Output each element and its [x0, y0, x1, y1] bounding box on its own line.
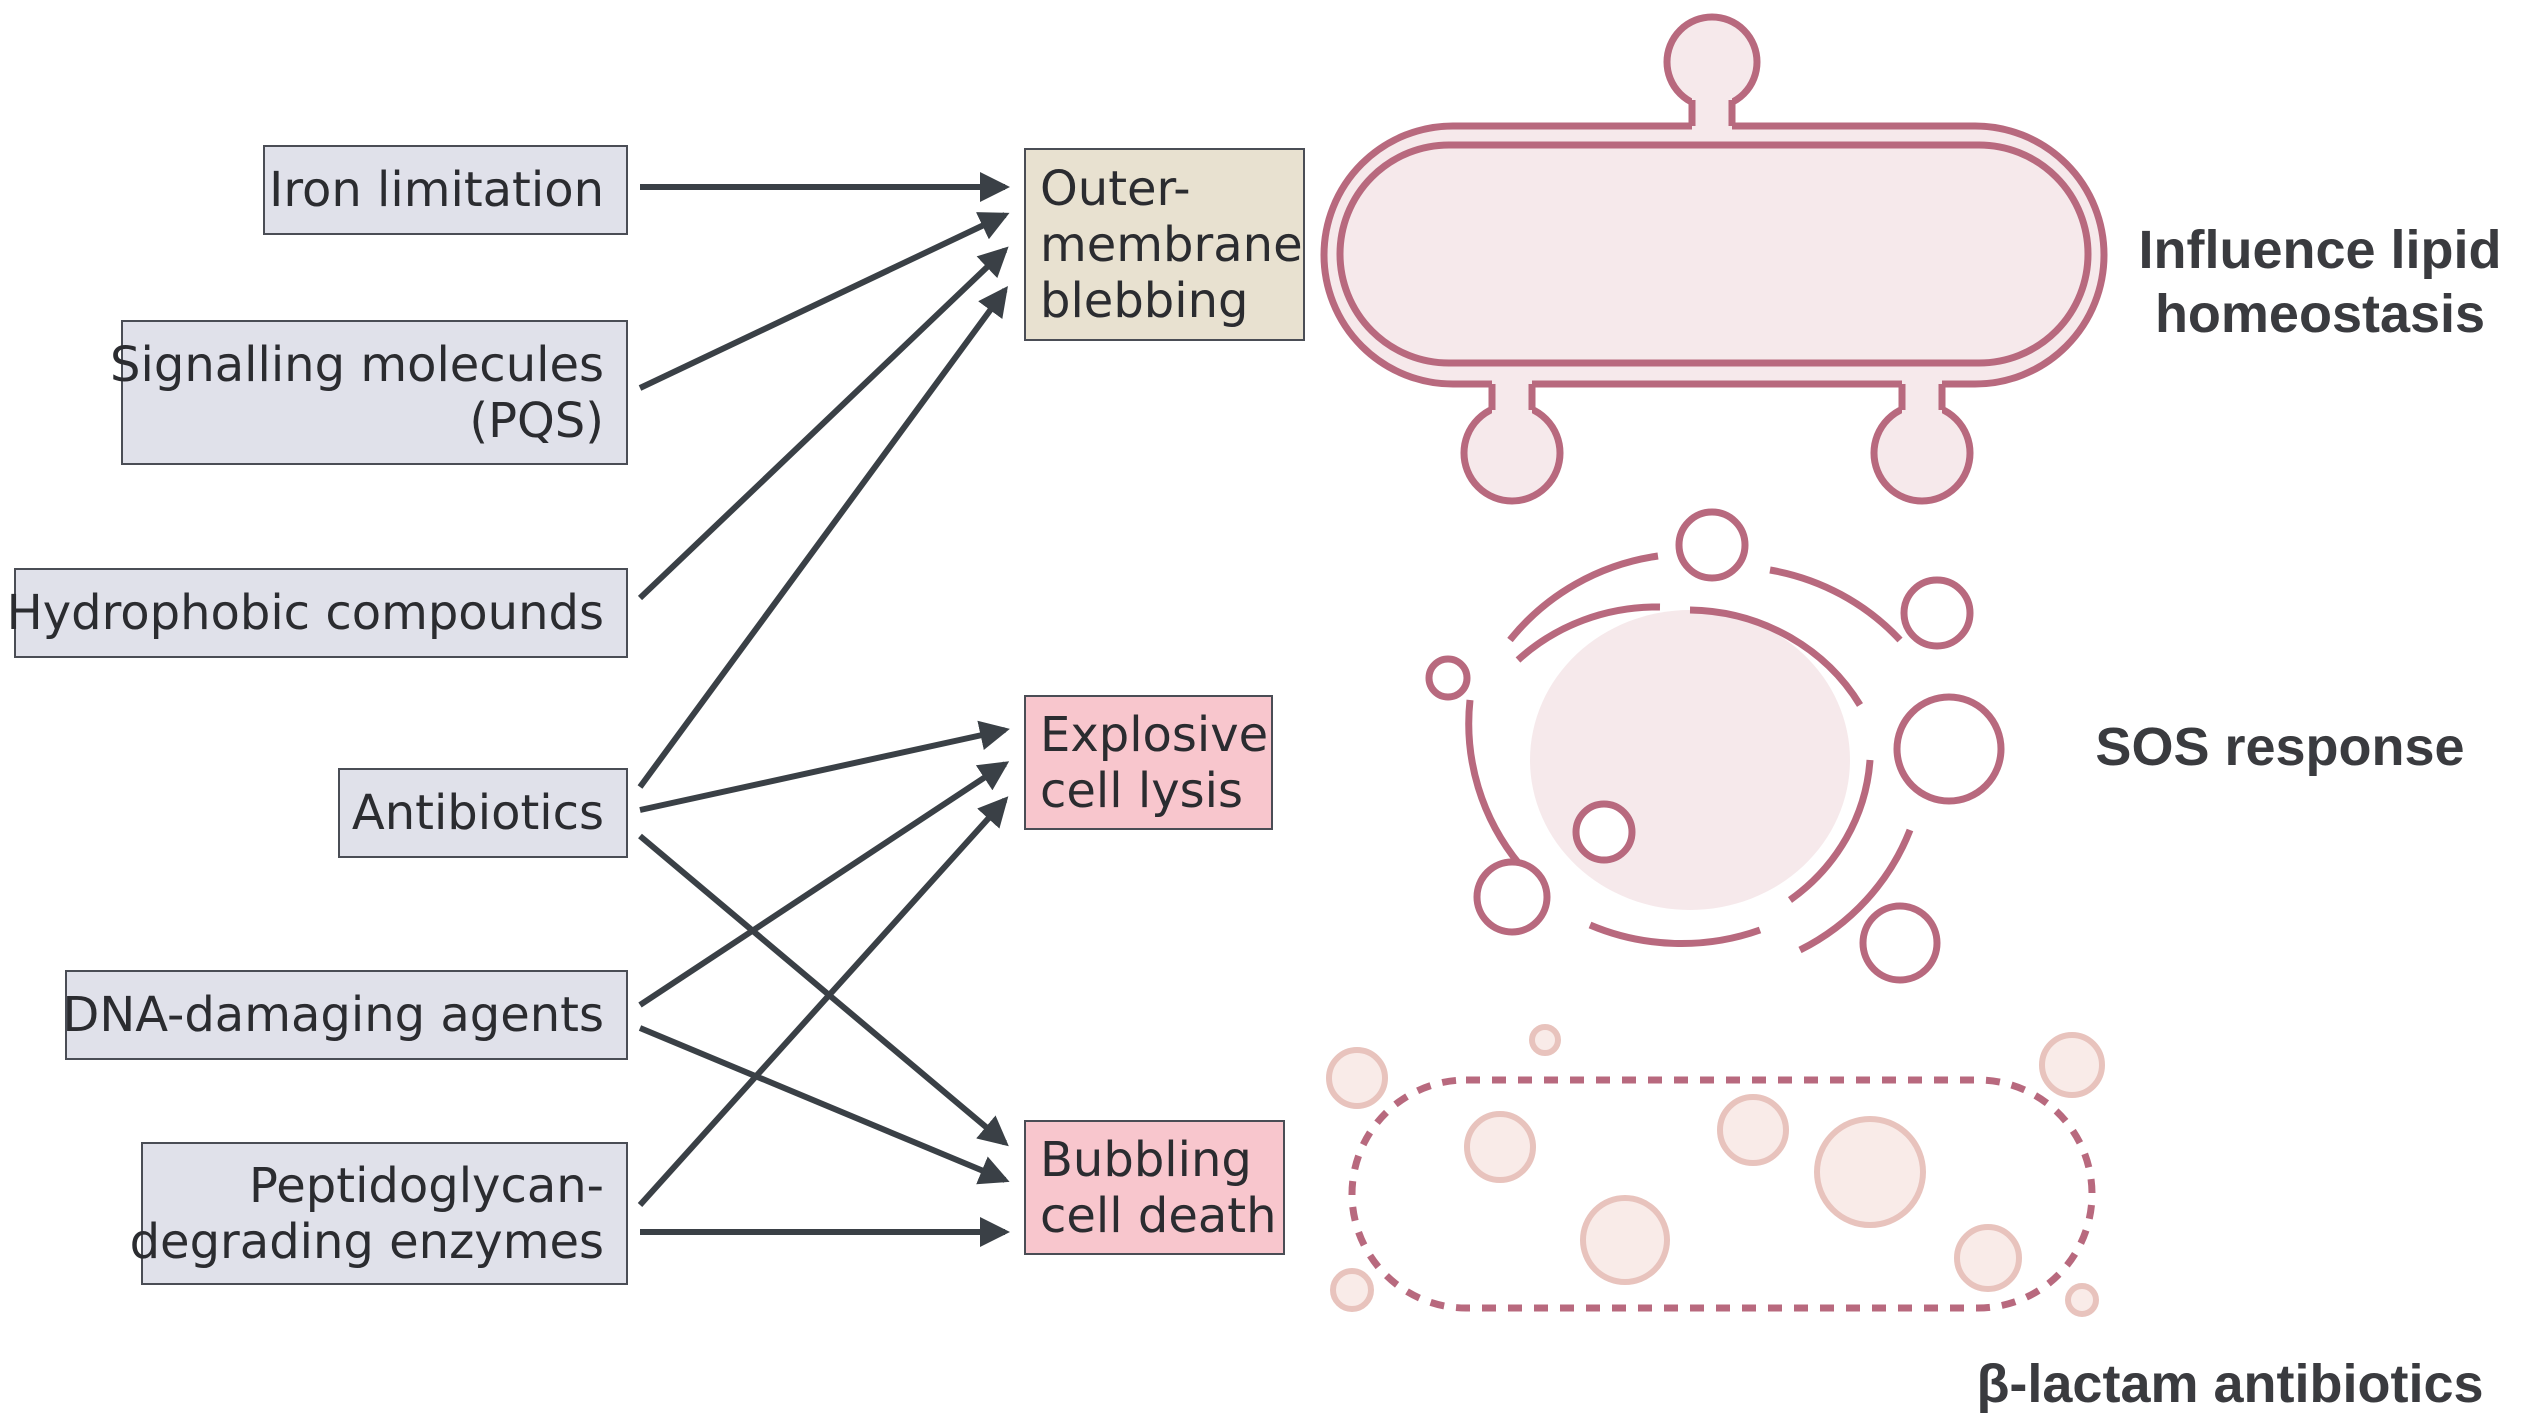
bubble	[1330, 1268, 1374, 1312]
outcome-bubbling-cell-death: Bubbling cell death	[1024, 1120, 1285, 1255]
cause-signalling-line1: Signalling molecules	[110, 336, 604, 393]
bubble	[1529, 1024, 1561, 1056]
bubbling-cell-illustration	[1326, 1024, 2105, 1317]
outcome-lysis-line1: Explosive	[1040, 706, 1269, 763]
outcome-bubbling-line1: Bubbling	[1040, 1131, 1252, 1188]
bubble	[1580, 1195, 1670, 1285]
cause-iron-limitation: Iron limitation	[263, 145, 628, 235]
arrow-dna-to-bubbling	[638, 1025, 1010, 1185]
arrow-antibiotics-to-blebbing	[637, 285, 1008, 789]
top-bleb	[1663, 13, 1761, 111]
dashed-cell-outline	[1348, 1076, 2096, 1312]
arrow-hydrophobic-to-blebbing	[637, 246, 1009, 601]
label-influence-lipid-homeostasis: Influence lipid homeostasis	[2125, 218, 2515, 346]
vesicle	[1900, 576, 1974, 650]
outcome-outer-membrane-blebbing: Outer- membrane blebbing	[1024, 148, 1305, 341]
cause-peptidoglycan-enzymes: Peptidoglycan- degrading enzymes	[130, 1142, 628, 1285]
membrane-fragment	[1507, 552, 1659, 643]
membrane-fragment	[1769, 566, 1903, 643]
membrane-fragment	[1787, 759, 1874, 903]
cause-iron-limitation-label: Iron limitation	[269, 162, 604, 218]
bubble	[1717, 1094, 1789, 1166]
arrow-peptidoglycan-to-lysis	[637, 796, 1009, 1208]
outcome-blebbing-line1: Outer-	[1040, 160, 1191, 217]
membrane-fragment	[1515, 603, 1661, 663]
membrane-fragment	[1588, 921, 1762, 947]
bubble	[1464, 1111, 1536, 1183]
cause-antibiotics-label: Antibiotics	[351, 785, 604, 841]
arrow-signalling-to-blebbing	[638, 212, 1010, 391]
bubble	[2039, 1032, 2105, 1098]
inner-membrane	[1336, 141, 2092, 367]
vesicle	[1425, 655, 1471, 701]
cause-signalling-molecules: Signalling molecules (PQS)	[110, 320, 628, 465]
cause-hydrophobic-label: Hydrophobic compounds	[6, 585, 604, 641]
cause-dna-damaging-agents: DNA-damaging agents	[62, 970, 628, 1060]
label-lipid-line2: homeostasis	[2154, 284, 2486, 344]
outcome-lysis-line2: cell lysis	[1040, 762, 1243, 819]
arrow-antibiotics-to-bubbling	[638, 833, 1009, 1147]
arrow-dna-to-lysis	[638, 761, 1010, 1008]
outcome-blebbing-line2: membrane	[1040, 216, 1303, 273]
label-sos-response: SOS response	[2075, 715, 2485, 779]
cause-signalling-line2: (PQS)	[469, 392, 604, 449]
vesicle	[1572, 800, 1636, 864]
label-beta-lactam-antibiotics: β-lactam antibiotics	[1950, 1352, 2510, 1416]
cause-hydrophobic-compounds: Hydrophobic compounds	[7, 568, 628, 658]
bubble	[1814, 1116, 1926, 1228]
vesicle	[1473, 858, 1551, 936]
lysis-cell-illustration	[1425, 508, 2005, 984]
vesicle	[1893, 693, 2005, 805]
outcome-blebbing-line3: blebbing	[1040, 272, 1249, 329]
bubble	[1326, 1047, 1388, 1109]
vesicle	[1859, 902, 1941, 984]
membrane-fragment	[1689, 606, 1863, 707]
bubble	[1954, 1224, 2022, 1292]
bottom-right-bleb	[1870, 401, 1974, 505]
cause-dna-damaging-label: DNA-damaging agents	[62, 987, 604, 1043]
arrows	[637, 172, 1010, 1247]
outcome-explosive-cell-lysis: Explosive cell lysis	[1024, 695, 1273, 830]
cause-antibiotics: Antibiotics	[338, 768, 628, 858]
label-sos-text: SOS response	[2095, 717, 2465, 777]
membrane-fragment	[1465, 699, 1523, 868]
cause-peptidoglycan-line2: degrading enzymes	[129, 1213, 604, 1270]
blebbing-cell-illustration	[1320, 13, 2108, 505]
membrane-fragment	[1798, 828, 1914, 954]
bottom-left-bleb	[1460, 401, 1564, 505]
label-beta-lactam-text: β-lactam antibiotics	[1976, 1354, 2484, 1414]
bubble	[2065, 1283, 2099, 1317]
cytoplasm	[1530, 610, 1850, 910]
outcome-bubbling-line2: cell death	[1040, 1187, 1277, 1244]
arrow-antibiotics-to-lysis	[639, 720, 1010, 813]
label-lipid-line1: Influence lipid	[2138, 220, 2502, 280]
vesicle	[1675, 508, 1749, 582]
cause-peptidoglycan-line1: Peptidoglycan-	[249, 1157, 604, 1214]
